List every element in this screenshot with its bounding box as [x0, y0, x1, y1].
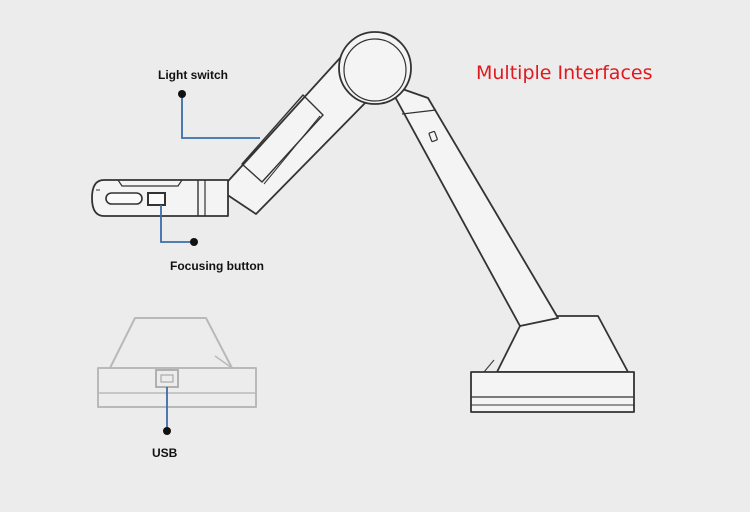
light-switch-icon[interactable]: [105, 192, 143, 205]
lower-arm: [387, 83, 559, 327]
leader-lines: [160, 96, 260, 429]
arm-joint: [338, 31, 412, 105]
base-rear-view: [97, 317, 257, 408]
focusing-button-label: Focusing button: [170, 259, 264, 273]
light-switch-leader: [181, 96, 260, 139]
focusing-button-dot: [190, 238, 198, 246]
diagram-title: Multiple Interfaces: [476, 62, 653, 84]
usb-port-icon[interactable]: [155, 369, 179, 388]
camera-base: [470, 315, 635, 413]
usb-dot: [163, 427, 171, 435]
focusing-button-icon[interactable]: [147, 192, 166, 206]
usb-connector-icon: [160, 374, 174, 383]
callout-dots: [163, 90, 198, 435]
usb-label: USB: [152, 446, 178, 460]
light-switch-label: Light switch: [158, 68, 228, 82]
focusing-button-leader: [160, 205, 192, 243]
light-switch-dot: [178, 90, 186, 98]
